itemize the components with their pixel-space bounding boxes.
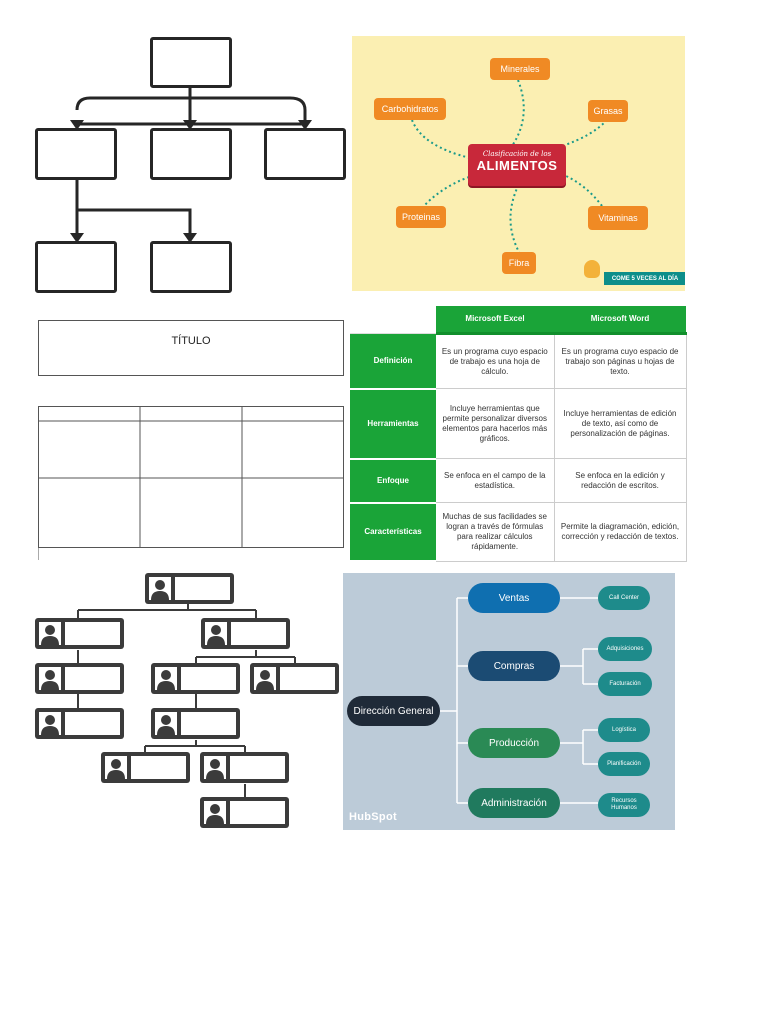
node-proteinas: Proteinas bbox=[396, 206, 446, 228]
row-label-herramientas: Herramientas bbox=[350, 388, 436, 460]
org-connectors bbox=[77, 604, 296, 797]
flowchart-connectors bbox=[70, 88, 312, 243]
person-icon bbox=[155, 712, 177, 735]
flowchart-diagram bbox=[30, 30, 350, 300]
org-card bbox=[201, 618, 290, 649]
node-administracion: Administración bbox=[468, 788, 560, 818]
person-icon bbox=[39, 622, 61, 645]
person-icon bbox=[204, 801, 226, 824]
cell-excel: Muchas de sus facilidades se logran a tr… bbox=[436, 502, 555, 562]
org-card-root bbox=[145, 573, 234, 604]
node-adquisiciones: Adquisiciones bbox=[598, 637, 652, 661]
cell-word: Incluye herramientas de edición de texto… bbox=[554, 388, 687, 460]
flowchart-node-root bbox=[150, 37, 232, 88]
footer-slogan: COME 5 VECES AL DÍA bbox=[604, 272, 685, 285]
person-org-chart bbox=[30, 570, 342, 835]
node-facturacion: Facturación bbox=[598, 672, 652, 696]
org-card bbox=[101, 752, 190, 783]
mind-map-connectors bbox=[411, 79, 608, 255]
person-icon bbox=[254, 667, 276, 690]
org-card bbox=[151, 708, 240, 739]
person-icon bbox=[149, 577, 171, 600]
flowchart-node-level2-left bbox=[35, 128, 117, 180]
node-carbohidratos: Carbohidratos bbox=[374, 98, 446, 120]
excel-word-comparison-table: Microsoft Excel Microsoft Word Definició… bbox=[350, 306, 687, 563]
header-word: Microsoft Word bbox=[554, 306, 686, 336]
header-corner bbox=[350, 306, 436, 335]
person-icon bbox=[155, 667, 177, 690]
node-logistica: Logística bbox=[598, 718, 650, 742]
table-row: Definición Es un programa cuyo espacio d… bbox=[350, 333, 687, 390]
grid-lines bbox=[38, 406, 344, 560]
org-card bbox=[200, 752, 289, 783]
flowchart-node-level2-right bbox=[264, 128, 346, 180]
person-icon bbox=[105, 756, 127, 779]
hubspot-logo: HubSpot bbox=[349, 811, 397, 823]
person-icon bbox=[204, 756, 226, 779]
node-ventas: Ventas bbox=[468, 583, 560, 613]
center-title-banner: Clasificación de los ALIMENTOS bbox=[468, 144, 566, 186]
node-vitaminas: Vitaminas bbox=[588, 206, 648, 230]
cell-word: Permite la diagramación, edición, correc… bbox=[554, 502, 687, 562]
node-compras: Compras bbox=[468, 651, 560, 681]
blank-title-table: TÍTULO bbox=[38, 320, 344, 560]
table-row: Enfoque Se enfoca en el campo de la esta… bbox=[350, 458, 687, 504]
node-grasas: Grasas bbox=[588, 100, 628, 122]
grid-frame bbox=[38, 406, 344, 548]
hubspot-org-chart: Dirección General Ventas Compras Producc… bbox=[343, 573, 675, 830]
row-label-caracteristicas: Características bbox=[350, 502, 436, 563]
header-excel: Microsoft Excel bbox=[436, 306, 554, 336]
node-produccion: Producción bbox=[468, 728, 560, 758]
table-header-row: Microsoft Excel Microsoft Word bbox=[350, 306, 686, 336]
hub-connectors bbox=[440, 597, 598, 804]
hand-wave-icon bbox=[584, 260, 600, 278]
flowchart-node-level2-center bbox=[150, 128, 232, 180]
org-card bbox=[200, 797, 289, 828]
person-icon bbox=[39, 667, 61, 690]
row-label-enfoque: Enfoque bbox=[350, 458, 436, 504]
cell-excel: Se enfoca en el campo de la estadística. bbox=[436, 458, 555, 504]
center-title: ALIMENTOS bbox=[476, 158, 558, 173]
cell-excel: Incluye herramientas que permite persona… bbox=[436, 388, 555, 460]
cell-excel: Es un programa cuyo espacio de trabajo e… bbox=[436, 333, 555, 390]
node-recursos-humanos: Recursos Humanos bbox=[598, 793, 650, 817]
node-minerales: Minerales bbox=[490, 58, 550, 80]
person-icon bbox=[39, 712, 61, 735]
org-card bbox=[250, 663, 339, 694]
org-card bbox=[151, 663, 240, 694]
center-subtitle: Clasificación de los bbox=[482, 150, 552, 158]
food-mind-map: Minerales Carbohidratos Grasas Clasifica… bbox=[352, 36, 685, 291]
cell-word: Es un programa cuyo espacio de trabajo s… bbox=[554, 333, 687, 390]
org-card bbox=[35, 663, 124, 694]
flowchart-node-level3-left bbox=[35, 241, 117, 293]
flowchart-node-level3-center bbox=[150, 241, 232, 293]
org-card bbox=[35, 618, 124, 649]
node-fibra: Fibra bbox=[502, 252, 536, 274]
person-icon bbox=[205, 622, 227, 645]
row-label-definicion: Definición bbox=[350, 333, 436, 390]
cell-word: Se enfoca en la edición y redacción de e… bbox=[554, 458, 687, 504]
table-row: Características Muchas de sus facilidade… bbox=[350, 502, 687, 563]
org-card bbox=[35, 708, 124, 739]
node-direccion-general: Dirección General bbox=[347, 696, 440, 726]
node-call-center: Call Center bbox=[598, 586, 650, 610]
node-planificacion: Planificación bbox=[598, 752, 650, 776]
table-row: Herramientas Incluye herramientas que pe… bbox=[350, 388, 687, 460]
title-box bbox=[38, 320, 344, 376]
table-title: TÍTULO bbox=[171, 335, 211, 347]
